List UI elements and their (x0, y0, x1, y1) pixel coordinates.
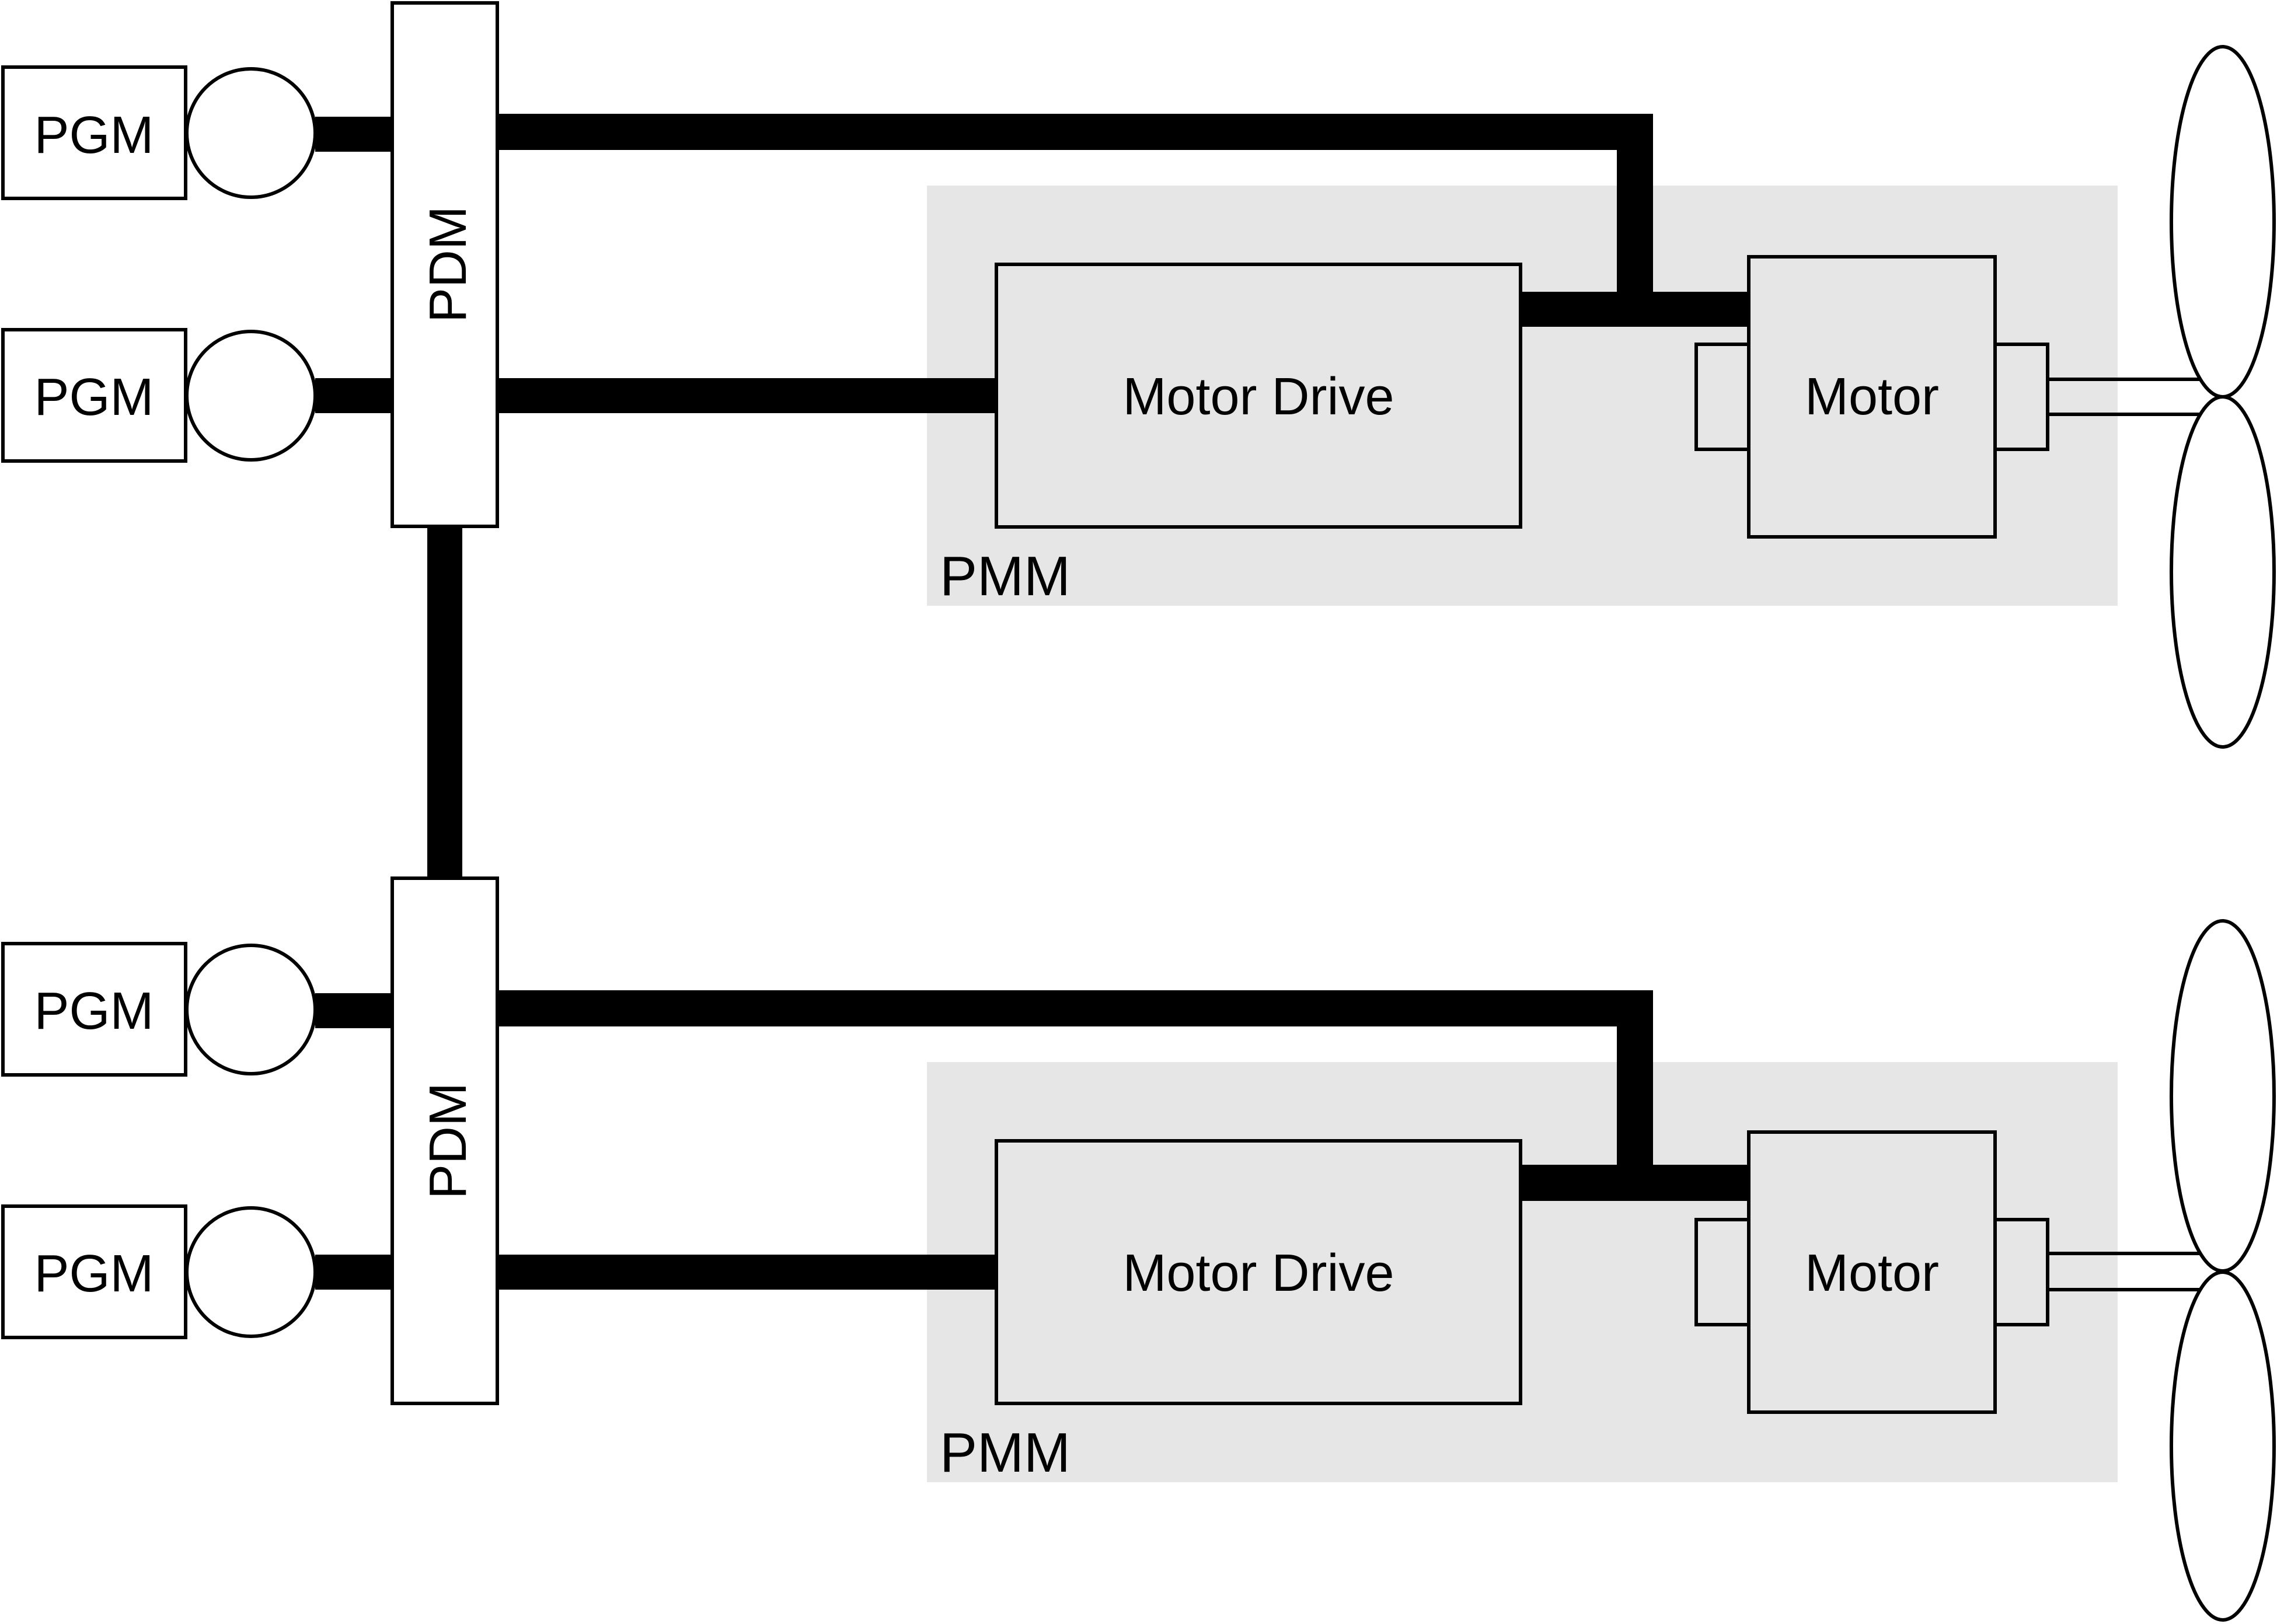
top-motor-tab-left (1694, 343, 1751, 451)
bottom-motor-label: Motor (1805, 1244, 1939, 1302)
top-pdm-label: PDM (419, 206, 477, 323)
bottom-feed-line-to-motor (497, 990, 1749, 1201)
bottom-generator-upper-circle (185, 944, 317, 1075)
bottom-pdm-label: PDM (419, 1082, 477, 1199)
bottom-motor-tab-right (1993, 1218, 2049, 1326)
pdm-interconnect-line (427, 526, 462, 879)
top-pgm-lower-label: PGM (34, 368, 154, 427)
bottom-generator-lower-circle (185, 1206, 317, 1338)
bottom-pgm-upper-label: PGM (34, 982, 154, 1040)
bottom-power-lines (315, 990, 1749, 1290)
top-pgm-upper-box (1, 65, 187, 200)
top-power-lines (315, 114, 1749, 413)
top-motor-drive-box (995, 263, 1522, 529)
top-motor-box (1747, 255, 1997, 539)
top-generator-lower-circle (185, 330, 317, 462)
bottom-motor-tab-left (1694, 1218, 1751, 1326)
bottom-propeller-blade-lower (2170, 1270, 2276, 1622)
top-pdm-box (390, 1, 499, 528)
top-pmm-label: PMM (940, 545, 1070, 607)
top-system: PDM PGM PGM Motor Drive Motor PMM (1, 1, 2276, 749)
top-motor-drive-label: Motor Drive (1122, 368, 1394, 426)
top-feed-line-to-motor (497, 114, 1749, 327)
top-feed-line-to-drive (497, 378, 996, 413)
bottom-system: PDM PGM PGM Motor Drive Motor PMM (1, 876, 2276, 1622)
top-pgm-upper-label: PGM (34, 106, 154, 165)
bottom-motor-drive-box (995, 1139, 1522, 1405)
bottom-bus-line-upper (315, 993, 393, 1028)
top-propeller-blade-lower (2170, 395, 2276, 749)
top-motor-tab-right (1993, 343, 2049, 451)
top-bus-line-upper (315, 117, 393, 152)
bottom-pgm-lower-box (1, 1204, 187, 1339)
bottom-pmm-label: PMM (940, 1422, 1070, 1484)
bottom-motor-drive-label: Motor Drive (1122, 1244, 1394, 1302)
top-motor-label: Motor (1805, 368, 1939, 426)
top-propeller-blade-upper (2170, 45, 2276, 399)
bottom-bus-line-lower (315, 1255, 393, 1290)
bottom-motor-box (1747, 1130, 1997, 1414)
bottom-propeller-blade-upper (2170, 919, 2276, 1273)
top-pgm-lower-box (1, 328, 187, 463)
bottom-pdm-box (390, 876, 499, 1405)
top-generator-upper-circle (185, 67, 317, 199)
top-bus-line-lower (315, 378, 393, 413)
bottom-pgm-lower-label: PGM (34, 1245, 154, 1303)
bottom-feed-line-to-drive (497, 1255, 996, 1290)
